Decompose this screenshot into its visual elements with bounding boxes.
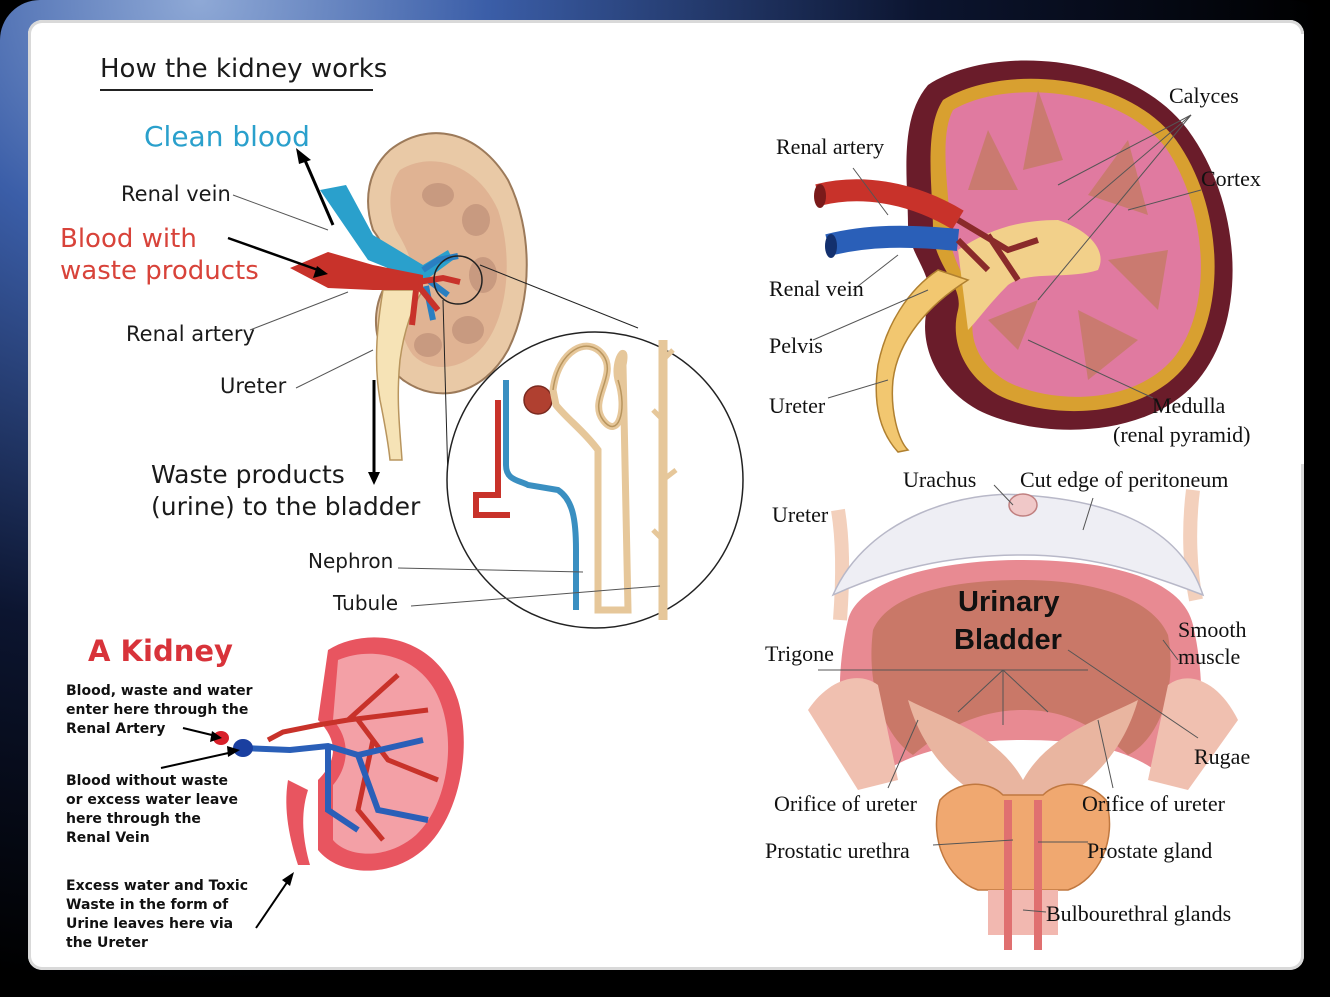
calyces-label: Calyces bbox=[1169, 83, 1239, 108]
artery-note-line: Renal Artery bbox=[66, 721, 166, 737]
clean-blood-label: Clean blood bbox=[144, 120, 310, 153]
bladder-label: Bladder bbox=[954, 624, 1062, 656]
renal-artery-label: Renal artery bbox=[126, 322, 255, 346]
prostate-gland-label: Prostate gland bbox=[1087, 838, 1213, 863]
section-ureter-label: Ureter bbox=[769, 393, 826, 418]
section-renal-artery-label: Renal artery bbox=[776, 134, 885, 159]
waste-products-label: waste products bbox=[60, 256, 259, 286]
ureter-note: Excess water and Toxic Waste in the form… bbox=[66, 877, 248, 953]
prostatic-urethra-label: Prostatic urethra bbox=[765, 838, 910, 863]
ureter-note-line: Excess water and Toxic bbox=[66, 878, 249, 894]
urinary-label: Urinary bbox=[958, 586, 1060, 618]
vein-note-line: or excess water leave bbox=[66, 792, 238, 808]
vein-note-line: Blood without waste bbox=[66, 773, 229, 789]
renal-vein-label: Renal vein bbox=[121, 182, 231, 206]
rugae-label: Rugae bbox=[1194, 744, 1251, 769]
ureter-note-line: Waste in the form of bbox=[66, 897, 229, 913]
to-bladder-label: (urine) to the bladder bbox=[151, 492, 421, 521]
vein-note-line: here through the bbox=[66, 811, 201, 827]
ureter-label: Ureter bbox=[220, 374, 287, 398]
blood-with-label: Blood with bbox=[60, 224, 197, 254]
renal-pyramid-label: (renal pyramid) bbox=[1113, 422, 1251, 447]
section-renal-vein-label: Renal vein bbox=[769, 276, 864, 301]
bladder-ureter-label: Ureter bbox=[772, 502, 829, 527]
orifice-right-label: Orifice of ureter bbox=[1082, 791, 1225, 816]
orifice-left-label: Orifice of ureter bbox=[774, 791, 917, 816]
ureter-note-line: the Ureter bbox=[66, 935, 148, 951]
vein-note-line: Renal Vein bbox=[66, 830, 150, 846]
muscle-label: muscle bbox=[1178, 644, 1241, 669]
bladder-illustration bbox=[808, 484, 1238, 950]
cortex-label: Cortex bbox=[1201, 166, 1261, 191]
kidney-outline-illustration bbox=[227, 132, 744, 629]
vein-note: Blood without waste or excess water leav… bbox=[66, 772, 238, 848]
diagram-title: How the kidney works bbox=[100, 54, 388, 84]
content-panel: How the kidney works Clean blood Renal v… bbox=[28, 20, 1304, 970]
medulla-label: Medulla bbox=[1152, 393, 1226, 418]
a-kidney-title: A Kidney bbox=[88, 634, 233, 668]
nephron-label: Nephron bbox=[308, 549, 394, 573]
trigone-label: Trigone bbox=[765, 641, 834, 666]
artery-note-line: Blood, waste and water bbox=[66, 683, 253, 699]
tubule-label: Tubule bbox=[333, 591, 399, 615]
ureter-note-line: Urine leaves here via bbox=[66, 916, 234, 932]
a-kidney-illustration bbox=[160, 637, 464, 929]
urachus-label: Urachus bbox=[903, 467, 977, 492]
artery-note: Blood, waste and water enter here throug… bbox=[66, 682, 252, 739]
waste-products-urine-label: Waste products bbox=[151, 460, 345, 489]
cut-edge-peritoneum-label: Cut edge of peritoneum bbox=[1020, 467, 1229, 492]
kidney-section-illustration bbox=[758, 34, 1304, 464]
pelvis-label: Pelvis bbox=[769, 333, 823, 358]
smooth-label: Smooth bbox=[1178, 617, 1247, 642]
bulbourethral-label: Bulbourethral glands bbox=[1046, 901, 1232, 926]
artery-note-line: enter here through the bbox=[66, 702, 249, 718]
artwork bbox=[100, 34, 1304, 950]
